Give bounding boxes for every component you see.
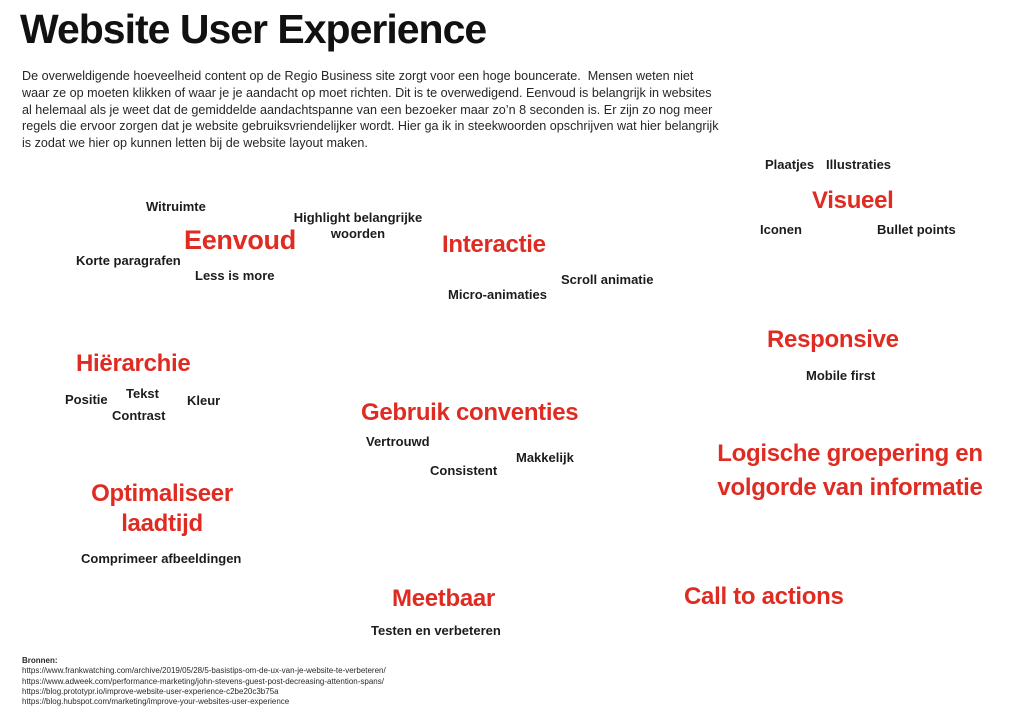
keyword-kleur: Kleur xyxy=(187,393,221,408)
keyword-bullet-points: Bullet points xyxy=(877,222,956,237)
keyword-micro-animaties: Micro-animaties xyxy=(448,287,547,302)
keyword-less-is-more: Less is more xyxy=(195,268,275,283)
keyword-comprimeer-afbeeldingen: Comprimeer afbeeldingen xyxy=(81,551,242,566)
keyword-illustraties: Illustraties xyxy=(826,157,892,172)
sources-heading: Bronnen: xyxy=(22,656,58,665)
heading-eenvoud: Eenvoud xyxy=(184,225,296,255)
source-url: https://www.frankwatching.com/archive/20… xyxy=(22,666,386,676)
keyword-positie: Positie xyxy=(65,392,108,407)
heading-optimaliseer-laadtijd: Optimaliseer laadtijd xyxy=(91,480,233,537)
heading-responsive: Responsive xyxy=(767,326,899,353)
source-url: https://www.adweek.com/performance-marke… xyxy=(22,676,384,686)
source-url: https://blog.hubspot.com/marketing/impro… xyxy=(22,697,290,707)
heading-interactie: Interactie xyxy=(442,231,546,258)
keyword-makkelijk: Makkelijk xyxy=(516,450,574,465)
keyword-mobile-first: Mobile first xyxy=(806,368,876,383)
sources-section: Bronnen: https://www.frankwatching.com/a… xyxy=(22,656,386,707)
keyword-plaatjes: Plaatjes xyxy=(765,157,815,172)
heading-hierarchie: Hiërarchie xyxy=(76,350,191,377)
keyword-vertrouwd: Vertrouwd xyxy=(366,434,430,449)
heading-logische-groepering: Logische groepering en volgorde van info… xyxy=(717,440,983,502)
heading-meetbaar: Meetbaar xyxy=(392,585,495,612)
keyword-highlight-belangrijke-woorden: Highlight belangrijke woorden xyxy=(293,210,423,242)
keyword-consistent: Consistent xyxy=(430,463,498,478)
keyword-iconen: Iconen xyxy=(760,222,802,237)
keyword-testen-en-verbeteren: Testen en verbeteren xyxy=(371,623,501,638)
heading-call-to-actions: Call to actions xyxy=(684,583,844,610)
keyword-tekst: Tekst xyxy=(126,386,159,401)
page-title: Website User Experience xyxy=(20,6,487,52)
intro-paragraph: De overweldigende hoeveelheid content op… xyxy=(22,69,722,151)
heading-gebruik-conventies: Gebruik conventies xyxy=(361,399,579,426)
keyword-contrast: Contrast xyxy=(112,408,166,423)
keyword-witruimte: Witruimte xyxy=(146,199,206,214)
keyword-scroll-animatie: Scroll animatie xyxy=(561,272,654,287)
heading-visueel: Visueel xyxy=(812,187,894,214)
source-url: https://blog.prototypr.io/improve-websit… xyxy=(22,686,279,696)
keyword-korte-paragrafen: Korte paragrafen xyxy=(76,253,181,268)
